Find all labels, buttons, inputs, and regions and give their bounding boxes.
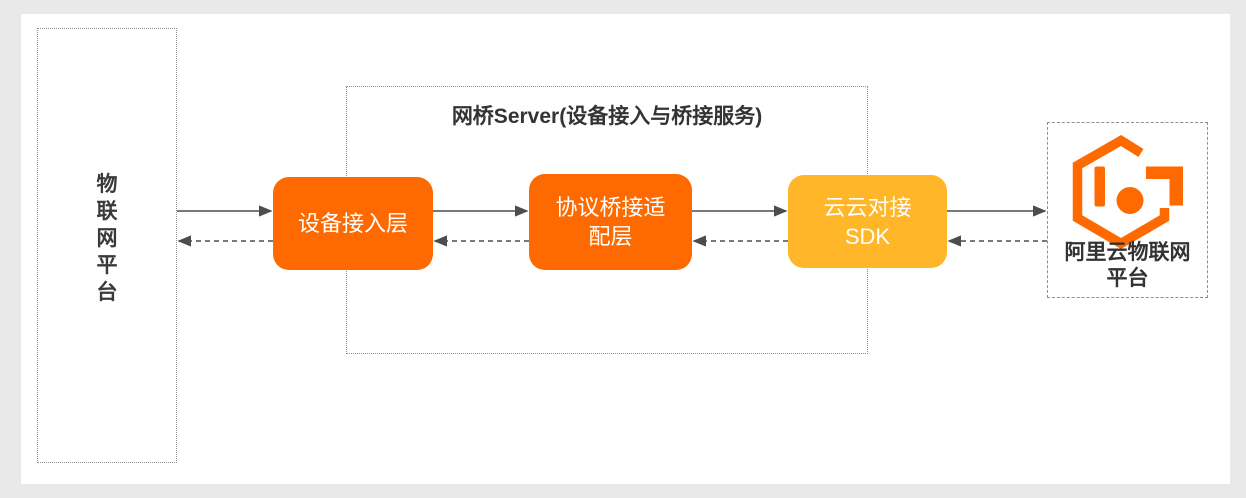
iot-i-glyph xyxy=(1094,166,1105,207)
iot-platform-label: 物联网平台 xyxy=(96,173,118,304)
aliyun-iot-logo-icon xyxy=(1072,134,1183,249)
iot-t-glyph xyxy=(1146,166,1183,206)
aliyun-iot-platform-label: 阿里云物联网 平台 xyxy=(1064,241,1191,290)
iot-o-glyph xyxy=(1116,187,1144,214)
flow-arrows xyxy=(177,205,1047,247)
device-access-layer-node: 设备接入层 xyxy=(273,177,433,270)
protocol-bridge-adapter-node: 协议桥接适 配层 xyxy=(529,174,692,270)
protocol-bridge-adapter-label: 协议桥接适 配层 xyxy=(555,195,666,249)
iot-platform-box: 物联网平台 xyxy=(37,28,177,463)
hexagon-outline xyxy=(1072,134,1170,249)
aliyun-iot-platform-box: 阿里云物联网 平台 xyxy=(1047,122,1208,298)
bridge-server-title: 网桥Server(设备接入与桥接服务) xyxy=(451,105,763,128)
device-access-layer-label: 设备接入层 xyxy=(297,211,408,236)
diagram-card: 物联网平台 网桥Server(设备接入与桥接服务) 设备接入层 协议桥接适 配层… xyxy=(21,14,1230,484)
cloud-sdk-label: 云云对接 SDK xyxy=(823,194,912,249)
cloud-sdk-node: 云云对接 SDK xyxy=(788,175,947,268)
